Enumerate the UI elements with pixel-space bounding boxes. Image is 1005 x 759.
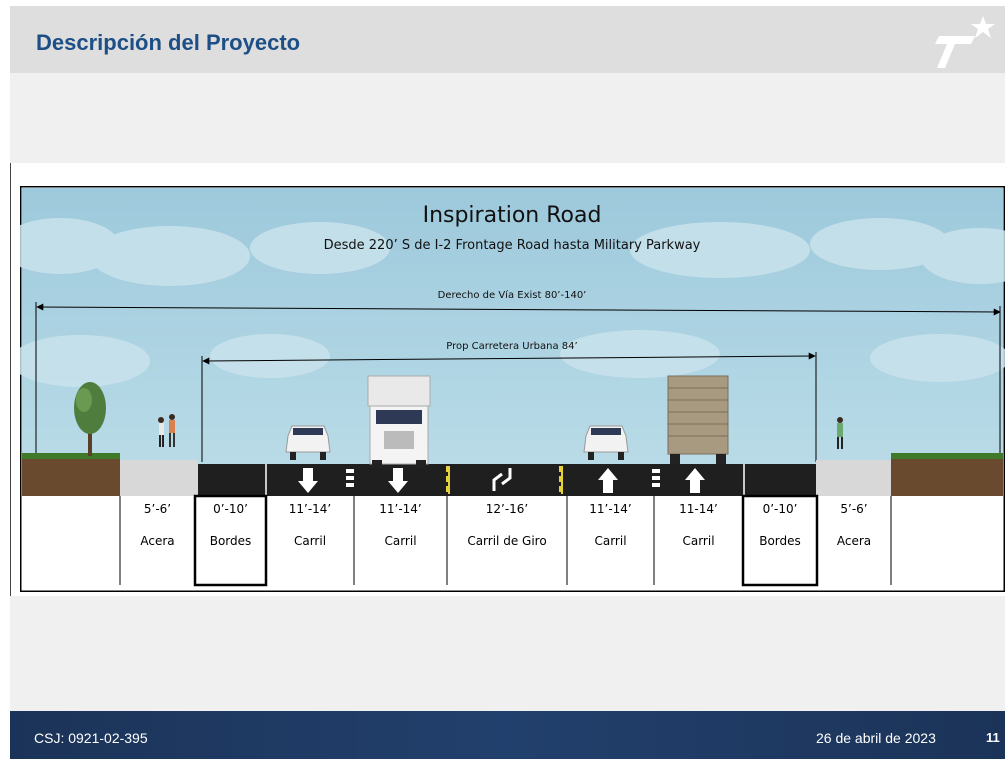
segment-cell: 5’-6’ Acera <box>817 502 891 548</box>
slide-title: Descripción del Proyecto <box>36 30 301 55</box>
segment-width: 0’-10’ <box>762 502 798 516</box>
segment-cell: 0’-10’ Bordes <box>743 502 817 548</box>
arrow-up-icon <box>685 468 705 493</box>
segment-table: 5’-6’ Acera 0’-10’ Bordes 11’-14’ Carril… <box>20 496 1005 586</box>
lane-arrows <box>298 468 705 493</box>
car-right-icon <box>583 425 629 460</box>
diagram-subtitle: Desde 220’ S de I-2 Frontage Road hasta … <box>324 238 701 253</box>
cross-section-svg: Inspiration Road Desde 220’ S de I-2 Fro… <box>0 184 1005 594</box>
tree-icon <box>74 382 106 456</box>
segment-label: Bordes <box>209 534 252 548</box>
soil-left <box>22 456 120 496</box>
grass-left <box>22 453 120 459</box>
footer-date: 26 de abril de 2023 <box>816 730 936 746</box>
csj-number: CSJ: 0921-02-395 <box>34 730 148 746</box>
top-gray-band <box>10 73 1005 163</box>
segment-width: 11’-14’ <box>288 502 332 516</box>
page-number: 11 <box>986 730 1000 745</box>
segment-label: Acera <box>836 534 872 548</box>
bordes-right-box <box>741 494 819 587</box>
row-dimension-label: Derecho de Vía Exist 80’-140’ <box>438 289 587 301</box>
segment-label: Bordes <box>759 534 801 548</box>
arrow-down-icon <box>388 468 408 493</box>
segment-label: Carril de Giro <box>467 534 547 548</box>
lane-dashes <box>346 469 660 487</box>
proposed-dimension-arrow <box>202 352 816 365</box>
segment-width: 0’-10’ <box>213 502 248 516</box>
pedestrians-left-icon <box>158 414 175 447</box>
left-border-rule <box>10 6 11 716</box>
segment-label: Carril <box>293 534 327 548</box>
segment-cell: 11’-14’ Carril <box>266 502 354 548</box>
turn-arrows-icon <box>492 468 512 491</box>
diagram-title: Inspiration Road <box>423 203 602 228</box>
segment-cell: 11’-14’ Carril <box>567 502 654 548</box>
pedestrian-right-icon <box>837 417 843 449</box>
row-dimension-arrow <box>36 303 1001 316</box>
proposed-dimension-label: Prop Carretera Urbana 84’ <box>446 341 577 352</box>
segment-width: 12’-16’ <box>485 502 529 516</box>
grass-right <box>891 453 1003 459</box>
segment-width: 11-14’ <box>679 502 718 516</box>
segment-cell: 0’-10’ Bordes <box>195 502 266 548</box>
segment-cell: 5’-6’ Acera <box>120 502 195 548</box>
segment-cell: 11-14’ Carril <box>654 502 743 548</box>
bordes-left-box <box>193 494 268 587</box>
slide-footer: CSJ: 0921-02-395 26 de abril de 2023 11 <box>10 711 1005 759</box>
sidewalk-right <box>816 460 891 496</box>
segment-width: 5’-6’ <box>143 502 172 516</box>
txdot-star-logo-icon <box>935 16 995 68</box>
soil-right <box>891 456 1003 496</box>
segment-label: Carril <box>384 534 417 548</box>
truck-left-icon <box>367 375 431 468</box>
cross-section-diagram: Inspiration Road Desde 220’ S de I-2 Fro… <box>0 184 1005 594</box>
slide-header: Descripción del Proyecto <box>10 6 1005 73</box>
car-left-icon <box>285 425 331 460</box>
truck-right-icon <box>667 375 729 464</box>
segment-width: 11’-14’ <box>379 502 422 516</box>
segment-width: 11’-14’ <box>589 502 632 516</box>
clouds <box>0 218 1005 387</box>
segment-width: 5’-6’ <box>840 502 868 516</box>
segment-cell: 11’-14’ Carril <box>354 502 447 548</box>
sidewalk-left <box>120 460 198 496</box>
segment-label: Carril <box>682 534 715 548</box>
segment-label: Carril <box>594 534 627 548</box>
segment-label: Acera <box>140 534 175 548</box>
bottom-gray-band <box>10 596 1005 711</box>
segment-cell: 12’-16’ Carril de Giro <box>447 502 567 548</box>
arrow-up-icon <box>598 468 618 493</box>
arrow-down-icon <box>298 468 318 493</box>
